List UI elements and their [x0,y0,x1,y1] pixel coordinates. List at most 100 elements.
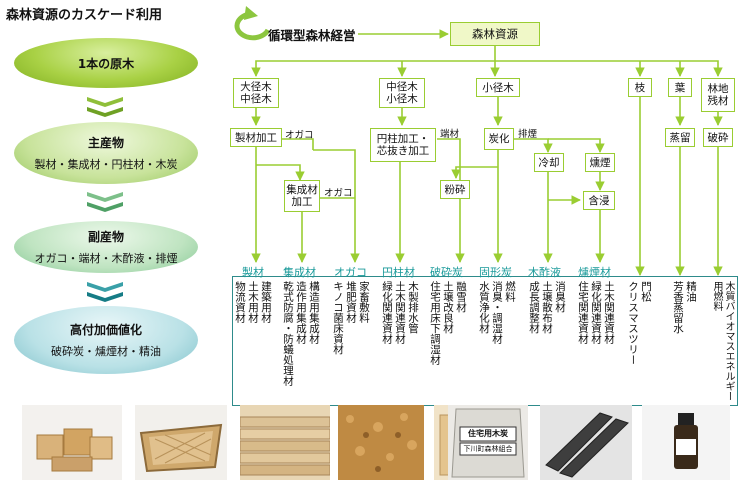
byproduct-sawdust: オガコ [324,188,353,199]
product-item: 精油 [685,281,697,302]
category-header: オガコ [334,266,367,279]
step-main-products: 主産物 製材・集成材・円柱材・木炭 [14,122,198,184]
product-column-cylinder: 木製排水管 土木関連資材 緑化関連資材 [380,281,419,401]
category-header: 円柱材 [382,266,415,279]
chevron-down-icon [87,282,123,302]
product-column-leaf: 精油 芳香蒸留水 [671,281,697,401]
product-item: 家畜敷料 [358,281,370,323]
product-item: 成長調整材 [528,281,540,334]
category-header: 破砕炭 [430,266,463,279]
category-header: 製材 [242,266,264,279]
byproduct-sawdust: オガコ [285,130,314,141]
category-header: 固形炭 [479,266,512,279]
source-small: 小径木 [476,78,520,97]
source-line: 中径木 [240,93,272,105]
byproduct-smoke: 排煙 [518,129,538,140]
product-column-solid-charcoal: 燃料 消臭・調湿材 水質浄化材 [477,281,516,401]
process-line: 円柱加工・ [376,133,430,145]
product-item: 緑化関連資材 [590,281,602,344]
step-raw-log: 1本の原木 [14,38,198,88]
charcoal-bag-graphic [448,405,528,480]
source-line: 中径木 [386,81,418,93]
process-cooling: 冷却 [534,153,564,172]
chevron-down-icon [87,97,123,117]
source-large-mid: 大径木 中径木 [233,78,279,108]
product-item: 土木関連資材 [603,281,615,344]
product-column-crushed-charcoal: 融雪材 土壌改良材 住宅用床下調湿材 [428,281,467,401]
product-column-residue: 木質バイオマスエネルギー用燃料 [710,281,734,401]
category-header: 燻煙材 [578,266,611,279]
product-item: 土壌改良材 [442,281,454,334]
process-line: 集成材 [286,184,318,196]
product-item: 芳香蒸留水 [672,281,684,334]
product-item: 造作用集成材 [295,281,307,344]
step-main-products-sub: 製材・集成材・円柱材・木炭 [34,158,178,171]
photo-essential-oil [642,405,730,480]
category-header: 木酢液 [528,266,561,279]
product-item: 消臭材 [554,281,566,313]
process-line: 芯抜き加工 [376,145,430,157]
product-item: 乾式防腐・防蟻処理材 [282,281,294,386]
forest-resource-box: 森林資源 [450,22,540,46]
process-cylinder: 円柱加工・ 芯抜き加工 [370,128,436,162]
product-column-sawdust: 家畜敷料 堆肥資材 キノコ菌床資材 [331,281,370,401]
process-laminated: 集成材 加工 [284,180,320,212]
page-title: 森林資源のカスケード利用 [6,8,163,23]
product-item: 堆肥資材 [345,281,357,323]
product-item: 消臭・調湿材 [491,281,503,344]
source-line: 残材 [707,95,729,107]
source-line: 大径木 [240,81,272,93]
product-item: 物流資材 [234,281,246,323]
process-crushing: 粉砕 [440,180,470,199]
product-column-smoked-wood: 土木関連資材 緑化関連資材 住宅関連資材 [576,281,615,401]
process-carbonize: 炭化 [484,128,514,150]
product-column-laminated: 構造用集成材 造作用集成材 乾式防腐・防蟻処理材 [281,281,320,401]
process-chip: 破砕 [703,128,733,147]
step-raw-log-heading: 1本の原木 [77,56,135,71]
step-main-products-heading: 主産物 [87,136,124,150]
source-line: 林地 [707,83,729,95]
photo-smoked-boards [540,405,632,480]
process-sawmill: 製材加工 [230,128,282,147]
process-soaking: 含浸 [583,191,615,210]
photo-lumber-stack [240,405,330,480]
step-high-value-sub: 破砕炭・燻煙材・精油 [51,345,161,358]
product-item: 土木関連資材 [394,281,406,344]
step-byproducts-heading: 副産物 [87,230,124,244]
product-item: 住宅関連資材 [577,281,589,344]
step-high-value: 高付加価値化 破砕炭・燻煙材・精油 [14,306,198,374]
product-column-wood-vinegar: 消臭材 土壌散布材 成長調整材 [527,281,566,401]
category-header: 集成材 [283,266,316,279]
product-item: 木製排水管 [407,281,419,334]
product-column-lumber: 建築用材 土木用材 物流資材 [233,281,272,401]
cycle-label: 循環型森林経営 [268,28,356,43]
process-smoking: 燻煙 [585,153,615,172]
step-byproducts-sub: オガコ・端材・木酢液・排煙 [34,252,178,265]
photo-sawdust [338,405,424,480]
photo-woven-basket [135,405,227,480]
product-item: 土壌散布材 [541,281,553,334]
product-item: 緑化関連資材 [381,281,393,344]
product-item: クリスマスツリー [627,281,639,365]
product-column-branch: 門松 クリスマスツリー [626,281,652,401]
source-line: 小径木 [386,93,418,105]
product-item: 融雪材 [455,281,467,313]
product-item: 門松 [640,281,652,302]
process-distill: 蒸留 [665,128,695,147]
source-residue: 林地 残材 [701,78,735,112]
source-mid-small: 中径木 小径木 [379,78,425,108]
byproduct-offcut: 端材 [440,129,460,140]
step-byproducts: 副産物 オガコ・端材・木酢液・排煙 [14,221,198,273]
source-branch: 枝 [628,78,652,97]
cycle-arrow-icon [234,6,271,41]
photo-charcoal-bag: 住宅用木炭 下川町森林組合 [448,405,528,480]
product-item: 木質バイオマスエネルギー用燃料 [711,281,734,401]
step-high-value-heading: 高付加価値化 [69,323,142,337]
product-item: キノコ菌床資材 [332,281,344,355]
photo-wooden-boxes [22,405,122,480]
product-item: 建築用材 [260,281,272,323]
product-item: 住宅用床下調湿材 [429,281,441,365]
chevron-down-icon [87,192,123,212]
process-line: 加工 [291,196,313,208]
